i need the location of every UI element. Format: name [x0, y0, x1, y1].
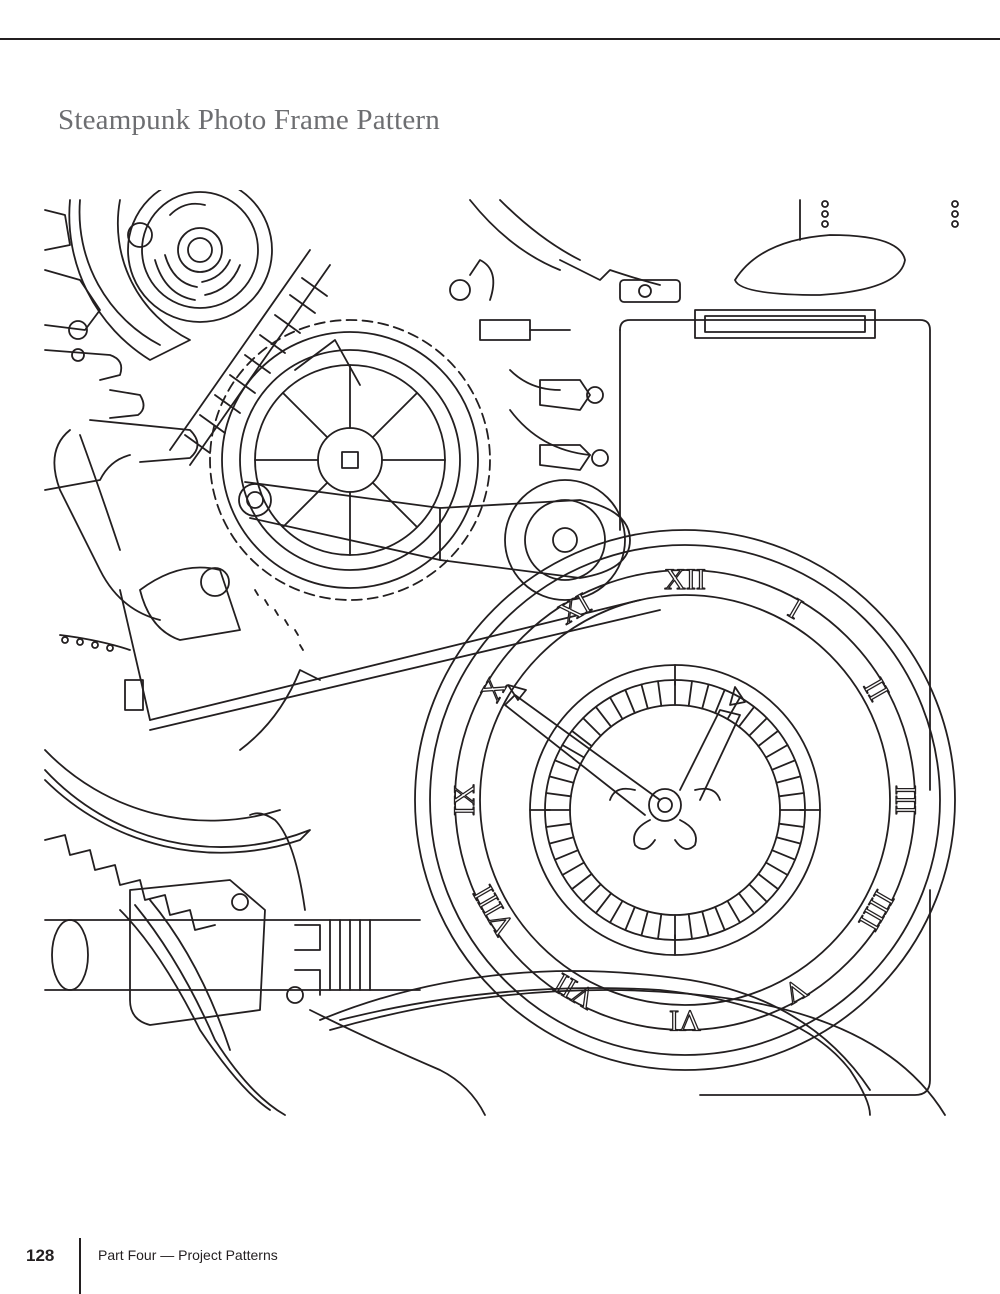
small-gear-plate [139, 566, 304, 651]
page-number: 128 [26, 1246, 55, 1265]
clock-numeral: II [857, 673, 896, 707]
clock-tick [775, 836, 802, 845]
clock-tick [778, 822, 805, 828]
central-gear [209, 319, 491, 601]
clock-tick [738, 892, 755, 914]
clock-tick [548, 775, 575, 784]
clock-tick [571, 873, 593, 890]
section-title: Part Four — Project Patterns [98, 1247, 278, 1263]
clock-tick [738, 706, 755, 728]
clock-tick [771, 849, 796, 861]
clock-numeral: IX [448, 784, 481, 816]
clock-tick [545, 792, 572, 798]
header-rule [0, 38, 1000, 40]
clock-tick [582, 717, 602, 737]
page-title: Steampunk Photo Frame Pattern [58, 104, 440, 136]
diagonal-plank [59, 589, 661, 731]
photo-frame-panel [619, 309, 931, 1096]
clock-tick [748, 883, 768, 903]
clock-tick [640, 683, 649, 710]
clock-tick [548, 836, 575, 845]
lever-arm [238, 479, 631, 601]
connector-cables [449, 199, 681, 471]
clock-tick [726, 696, 741, 720]
clock-numeral: XII [664, 563, 706, 596]
top-right-blob [734, 199, 959, 296]
clock-numeral: VI [669, 1004, 701, 1037]
clock-inner-ticks [544, 679, 806, 941]
clock-tick [609, 696, 624, 720]
clock-tick [624, 688, 636, 714]
clock-tick [640, 910, 649, 937]
clock-numeral: V [777, 971, 813, 1011]
clock-tick [765, 861, 789, 876]
clock-numeral: VIII [467, 880, 521, 941]
hand-left [44, 349, 199, 621]
clock-tick [726, 900, 741, 924]
clock-tick [657, 913, 663, 940]
clock-tick [701, 683, 710, 710]
clock-tick [775, 775, 802, 784]
clock-tick [624, 906, 636, 931]
bottom-left-gear [44, 669, 321, 931]
clock-tick [554, 759, 579, 771]
top-sprocket-gear [127, 190, 273, 323]
clock-tick [595, 706, 612, 728]
clock-tick [778, 792, 805, 798]
footer-rule [79, 1238, 81, 1294]
clock-tick [714, 906, 726, 931]
clock-tick [771, 759, 796, 771]
clock-tick [765, 744, 789, 759]
clock-tick [714, 688, 726, 714]
clock-tick [554, 849, 579, 861]
top-left-wheel [44, 199, 191, 362]
clock-tick [561, 861, 585, 876]
clock-tick [701, 910, 710, 937]
clock-tick [657, 680, 663, 707]
clock-tick [757, 730, 779, 747]
clock-numeral: I [783, 592, 808, 626]
clock-numeral: IIII [852, 885, 901, 936]
bottom-pipe [44, 812, 946, 1116]
clock-tick [687, 680, 693, 707]
clock-tick [561, 744, 585, 759]
coiled-spring [169, 249, 331, 466]
clock-tick [687, 913, 693, 940]
clock-numeral: III [889, 785, 922, 815]
clock-tick [582, 883, 602, 903]
clock-tick [545, 822, 572, 828]
clock-tick [571, 730, 593, 747]
clock-tick [595, 892, 612, 914]
clock-tick [757, 873, 779, 890]
clock-numeral: XI [553, 587, 597, 631]
clock-tick [748, 717, 768, 737]
clock-tick [609, 900, 624, 924]
